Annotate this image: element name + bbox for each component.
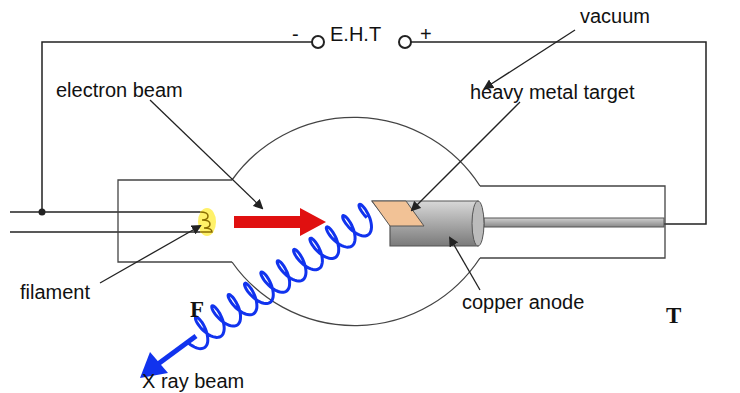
part-label: copper anode	[462, 292, 584, 312]
x-ray-wave	[187, 204, 372, 348]
anode-rod	[484, 218, 664, 227]
electron-beam-arrow	[234, 208, 326, 236]
polarity-sign: -	[292, 24, 299, 44]
terminal	[399, 36, 411, 48]
part-label: vacuum	[580, 6, 650, 26]
x-ray-beam	[140, 204, 372, 378]
filament-coil	[198, 208, 216, 236]
part-label: heavy metal target	[470, 82, 635, 102]
copper-anode	[372, 201, 482, 246]
x-ray-arrow-shaft	[158, 336, 196, 364]
heavy-metal-target	[372, 201, 424, 226]
polarity-sign: +	[420, 24, 432, 44]
terminal	[312, 36, 324, 48]
part-label: filament	[20, 282, 90, 302]
part-label: electron beam	[56, 80, 183, 100]
anode-end	[472, 201, 484, 246]
supply-wire	[10, 42, 706, 232]
point-letter: F	[190, 298, 204, 321]
part-label: X ray beam	[142, 371, 244, 391]
junction-dot	[39, 209, 46, 216]
point-letter: T	[666, 304, 681, 327]
supply-label: E.H.T	[330, 24, 381, 44]
leader-line	[100, 30, 575, 290]
